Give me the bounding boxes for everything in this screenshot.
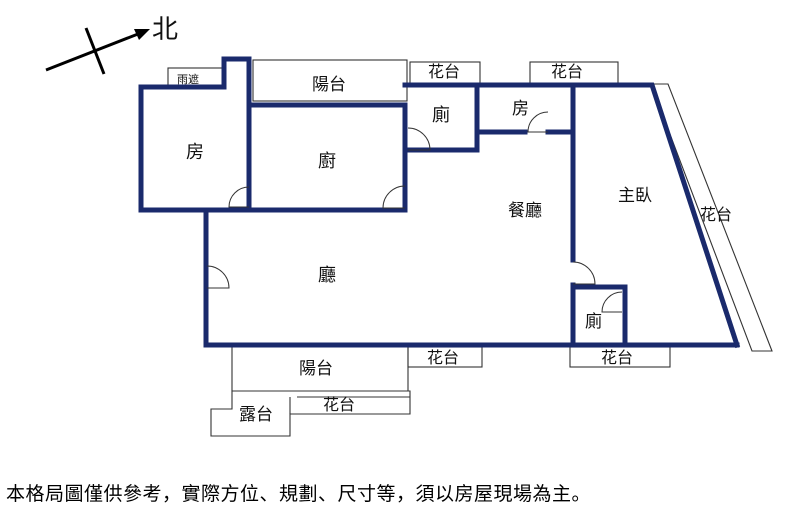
door-left-bedroom <box>228 186 250 208</box>
door-small-bedroom <box>527 111 549 133</box>
label-flower-bed-bottom-3: 花台 <box>323 395 355 414</box>
compass-cross-line <box>84 27 106 75</box>
balcony-top-outline <box>252 59 408 102</box>
wall-south <box>203 207 740 348</box>
disclaimer-text: 本格局圖僅供參考，實際方位、規劃、尺寸等，須以房屋現場為主。 <box>6 483 592 505</box>
north-label: 北 <box>152 15 178 45</box>
floor-plan: 北 雨遮 陽台 <box>45 15 773 437</box>
label-dining-room: 餐廳 <box>508 201 542 221</box>
label-bedroom-left: 房 <box>186 142 204 163</box>
compass-arrowhead-icon <box>134 29 150 40</box>
wall-toilet-bottom-enclosure <box>570 284 628 348</box>
wall-toilet-top <box>405 82 480 153</box>
label-flower-bed-bottom-2: 花台 <box>601 348 633 367</box>
door-kitchen <box>382 185 406 209</box>
label-bedroom-small: 房 <box>512 99 529 119</box>
terrace-outline <box>210 390 411 437</box>
label-flower-bed-bottom-1: 花台 <box>427 348 459 367</box>
flower-bed-right-outline <box>650 83 773 352</box>
compass-arrow-shaft <box>45 32 139 72</box>
label-living-room: 廳 <box>318 265 336 286</box>
door-master-bedroom <box>572 261 596 285</box>
label-terrace: 露台 <box>239 405 273 425</box>
room-labels: 雨遮 陽台 花台 花台 房 廚 廁 房 餐廳 主臥 花台 廳 廁 陽台 花台 花… <box>177 62 732 425</box>
label-rain-shelter: 雨遮 <box>177 72 199 86</box>
label-flower-bed-top-2: 花台 <box>551 62 583 81</box>
label-toilet-bottom: 廁 <box>585 311 602 332</box>
label-flower-bed-right: 花台 <box>700 205 732 224</box>
label-balcony-top: 陽台 <box>312 75 346 95</box>
label-master-bedroom: 主臥 <box>618 186 652 206</box>
compass: 北 <box>45 15 178 75</box>
wall-kitchen <box>246 102 408 213</box>
walls <box>138 56 741 349</box>
label-balcony-bottom: 陽台 <box>299 359 333 379</box>
door-toilet-bottom <box>601 291 623 313</box>
label-flower-bed-top-1: 花台 <box>428 62 460 81</box>
exterior-outlines <box>167 59 773 437</box>
label-kitchen: 廚 <box>318 150 336 172</box>
door-toilet-top <box>407 127 431 151</box>
label-toilet-top: 廁 <box>432 104 450 126</box>
doors <box>206 111 623 313</box>
wall-north-east <box>402 82 741 349</box>
door-living-entry <box>206 265 230 289</box>
